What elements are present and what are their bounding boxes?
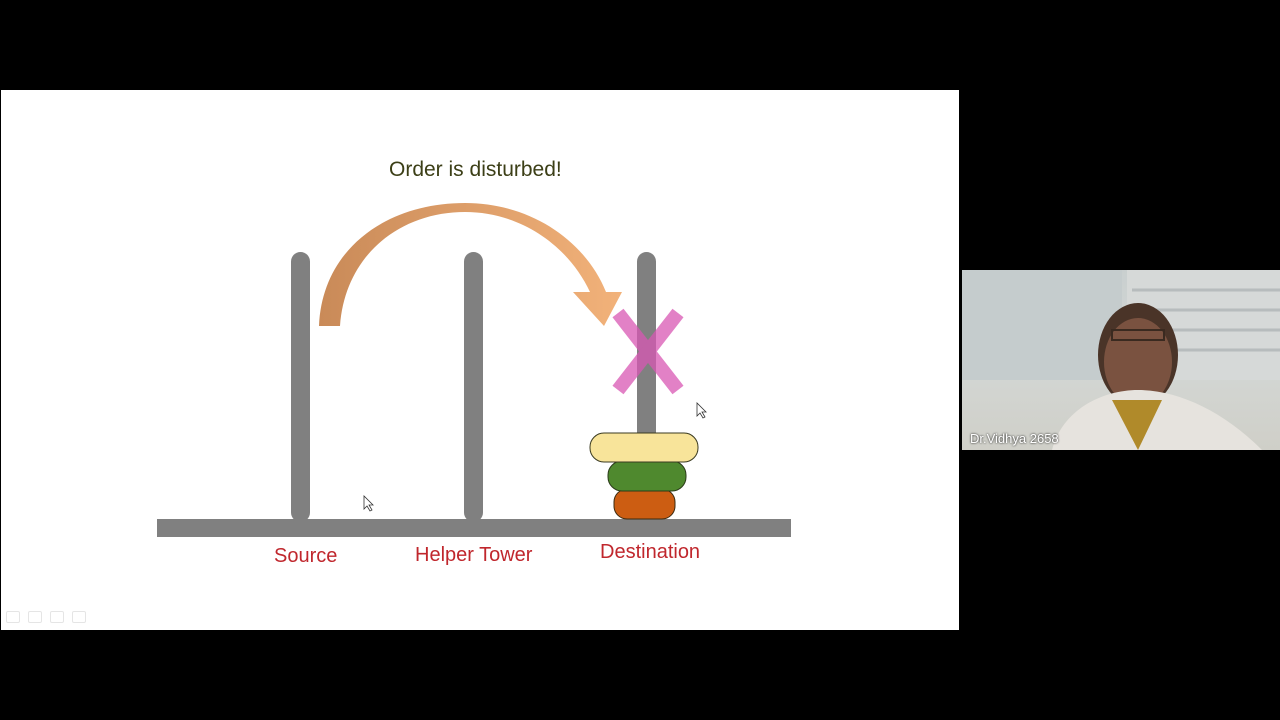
source-label: Source: [274, 545, 338, 567]
mouse-cursor-icon: [363, 495, 374, 512]
source-pole: [291, 252, 310, 522]
helper-pole: [464, 252, 483, 522]
base-platform: [157, 519, 791, 537]
slide-toolbar: [6, 611, 86, 623]
participant-name: Dr.Vidhya 2658: [970, 431, 1059, 446]
cross-icon: [612, 308, 684, 395]
disk-top-yellow: [589, 432, 699, 463]
video-feed: [962, 270, 1280, 450]
move-arrow-icon: [319, 203, 622, 326]
slides-icon[interactable]: [50, 611, 64, 623]
disk-bottom-orange: [613, 488, 676, 520]
helper-tower-label: Helper Tower: [415, 544, 533, 566]
slide-title: Order is disturbed!: [389, 158, 562, 181]
disk-middle-green: [607, 460, 687, 492]
destination-label: Destination: [600, 541, 701, 563]
pen-tool-icon[interactable]: [28, 611, 42, 623]
more-icon[interactable]: [72, 611, 86, 623]
pointer-tool-icon[interactable]: [6, 611, 20, 623]
participant-video[interactable]: Dr.Vidhya 2658: [962, 270, 1280, 450]
mouse-cursor-icon-2: [696, 402, 707, 419]
